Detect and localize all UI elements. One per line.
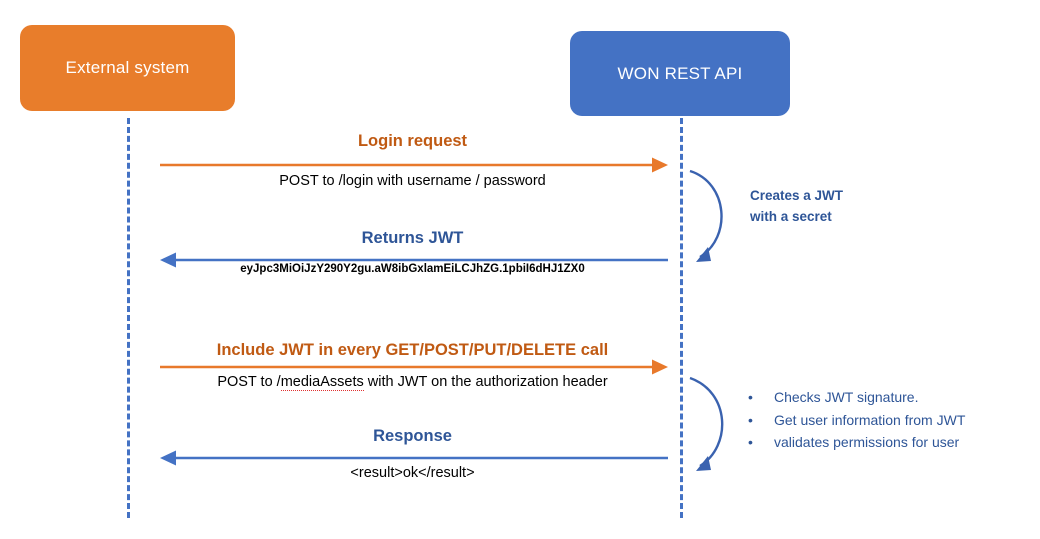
- subtitle-part-misspelled: mediaAssets: [280, 374, 364, 391]
- message-subtitle-login-request: POST to /login with username / password: [279, 173, 546, 189]
- note-creates-jwt-line-1: Creates a JWT: [750, 188, 844, 203]
- note-list-item: • Checks JWT signature.: [748, 386, 965, 409]
- lifeline-external-system: [127, 118, 130, 518]
- actor-label-external-system: External system: [65, 58, 190, 77]
- message-subtitle-response: <result>ok</result>: [350, 465, 475, 481]
- arrow-include-jwt: [160, 359, 668, 375]
- note-validation-item-3: validates permissions for user: [774, 434, 960, 451]
- note-validation-steps: • Checks JWT signature. • Get user infor…: [748, 386, 965, 454]
- subtitle-part-post: with JWT on the authorization header: [363, 374, 608, 390]
- actor-box-won-rest-api[interactable]: WON REST API: [570, 31, 790, 116]
- message-title-include-jwt: Include JWT in every GET/POST/PUT/DELETE…: [216, 341, 609, 359]
- self-loop-arrow-validation-steps: [689, 376, 724, 471]
- note-creates-jwt-line-2: with a secret: [750, 208, 832, 224]
- bullet-icon: •: [748, 389, 753, 405]
- actor-label-won-rest-api: WON REST API: [617, 63, 743, 83]
- message-subtitle-include-jwt: POST to /mediaAssets with JWT on the aut…: [160, 374, 665, 391]
- lifeline-won-rest-api: [680, 118, 683, 518]
- note-validation-item-2: Get user information from JWT: [774, 411, 966, 428]
- arrow-response: [160, 450, 668, 466]
- self-loop-arrow-creates-jwt: [689, 169, 723, 262]
- note-creates-jwt: Creates a JWT with a secret: [750, 186, 843, 228]
- note-validation-item-1: Checks JWT signature.: [774, 389, 919, 405]
- subtitle-part-pre: POST to /: [217, 374, 281, 390]
- note-list-item: • Get user information from JWT: [748, 409, 965, 432]
- actor-box-external-system[interactable]: External system: [20, 25, 235, 111]
- arrow-returns-jwt: [160, 252, 668, 268]
- message-title-returns-jwt: Returns JWT: [361, 229, 464, 247]
- message-title-response: Response: [373, 427, 452, 445]
- message-title-login-request: Login request: [357, 132, 468, 150]
- message-subtitle-returns-jwt: eyJpc3MiOiJzY290Y2gu.aW8ibGxlamEiLCJhZG.…: [240, 263, 585, 275]
- bullet-icon: •: [748, 434, 753, 451]
- bullet-icon: •: [748, 411, 753, 428]
- arrow-login-request: [160, 157, 668, 173]
- note-list-item: • validates permissions for user: [748, 431, 965, 454]
